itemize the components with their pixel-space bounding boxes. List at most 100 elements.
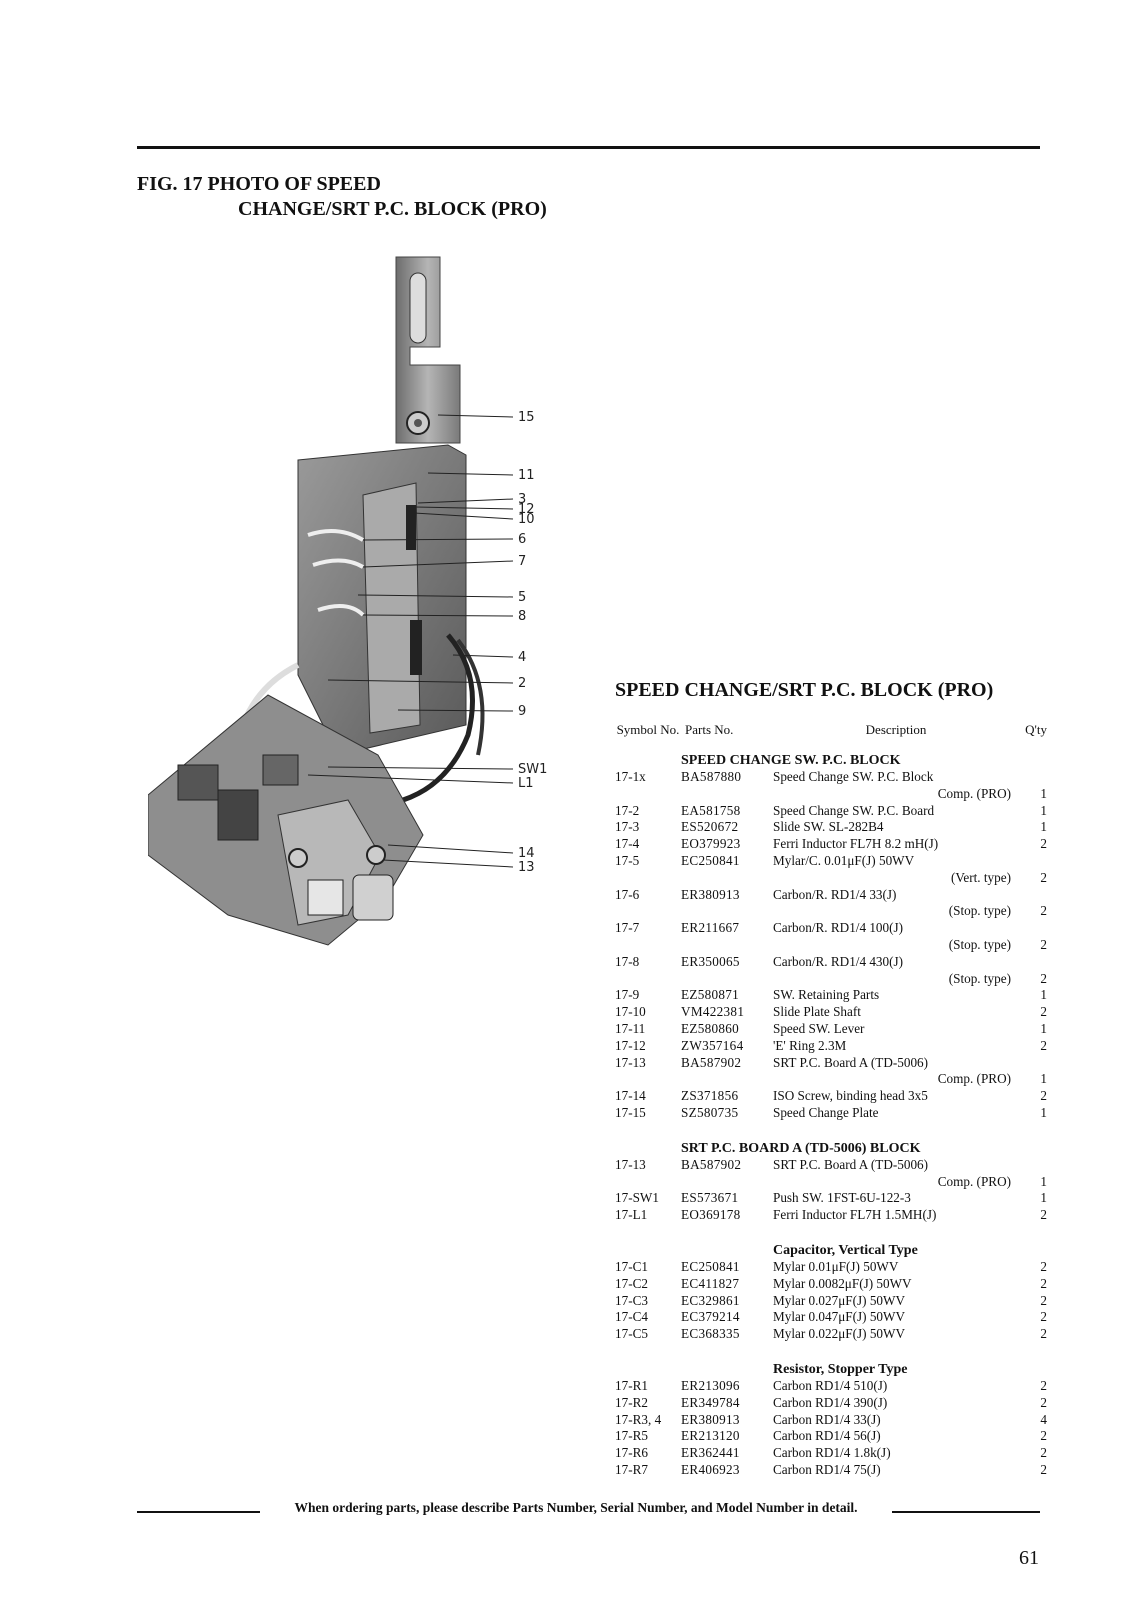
group-title: SRT P.C. BOARD A (TD-5006) BLOCK <box>681 1140 921 1156</box>
cell-ds: Speed Change SW. P.C. Board <box>773 802 935 818</box>
page-number: 61 <box>1019 1547 1039 1569</box>
cell-ds: Speed Change Plate <box>773 1104 879 1120</box>
cell-ds: ISO Screw, binding head 3x5 <box>773 1088 928 1104</box>
cell-sym: 17-11 <box>615 1020 646 1036</box>
cell-pn <box>681 903 773 920</box>
cell-ds: (Stop. type) <box>948 903 1011 919</box>
cell-sym: 17-6 <box>615 886 640 902</box>
callout-sw1: SW1 <box>518 762 547 777</box>
cell-pn: SZ580735 <box>681 1104 739 1120</box>
cell-sym: 17-8 <box>615 953 640 969</box>
table-header: Symbol No. Parts No. Description Q'ty <box>615 712 1047 748</box>
table-row: (Stop. type)2 <box>615 937 1047 954</box>
cell-qt: 2 <box>1040 970 1047 986</box>
cell-sym: 17-R2 <box>615 1394 648 1410</box>
cell-sym: 17-C3 <box>615 1292 648 1308</box>
cell-qt: 1 <box>1040 1173 1047 1189</box>
table-row: (Stop. type)2 <box>615 903 1047 920</box>
cell-sym: 17-R1 <box>615 1377 648 1393</box>
cell-pn: ER213120 <box>681 1428 740 1444</box>
callout-9: 9 <box>518 704 526 719</box>
cell-qt <box>1031 1055 1047 1072</box>
cell-pn: BA587880 <box>681 769 742 784</box>
cell-qt: 1 <box>1040 1104 1047 1120</box>
cell-sym: 17-R3, 4 <box>615 1411 662 1427</box>
cell-pn: ES520672 <box>681 819 739 835</box>
cell-ds: Mylar 0.0082μF(J) 50WV <box>773 1275 912 1291</box>
cell-qt: 2 <box>1040 1258 1047 1274</box>
cell-ds: Carbon/R. RD1/4 430(J) <box>773 953 904 969</box>
cell-qt: 2 <box>1040 1377 1047 1393</box>
table-row: Comp. (PRO) 1 <box>615 1174 1047 1191</box>
table-row: (Stop. type) 2 <box>615 971 1047 988</box>
cell-pn <box>681 870 773 887</box>
callout-12: 12 <box>518 502 535 517</box>
group-title: Resistor, Stopper Type <box>773 1361 908 1377</box>
cell-sym: 17-10 <box>615 1004 646 1020</box>
cell-qt: 1 <box>1040 802 1047 818</box>
cell-qt: 2 <box>1040 1394 1047 1410</box>
callout-2: 2 <box>518 676 526 691</box>
cell-pn <box>681 1071 773 1088</box>
callout-4: 4 <box>518 650 526 665</box>
cell-qt: 2 <box>1040 1275 1047 1291</box>
cell-pn: EC250841 <box>681 1258 740 1274</box>
cell-ds: Carbon/R. RD1/4 33(J) <box>773 886 897 902</box>
section-title: SPEED CHANGE/SRT P.C. BLOCK (PRO) <box>615 679 994 701</box>
cell-pn: EC329861 <box>681 1292 740 1308</box>
cell-sym: 17-13 <box>615 1054 646 1070</box>
cell-ds: (Vert. type) <box>950 869 1011 885</box>
cell-sym: 17-L1 <box>615 1207 648 1223</box>
cell-ds: 'E' Ring 2.3M <box>773 1037 847 1053</box>
cell-qt: 2 <box>1040 1428 1047 1444</box>
cell-qt: 1 <box>1040 1020 1047 1036</box>
cell-pn: ER211667 <box>681 920 740 936</box>
cell-qt: 2 <box>1040 1037 1047 1053</box>
header-qty: Q'ty <box>1025 721 1047 737</box>
cell-pn <box>681 937 773 954</box>
cell-qt: 2 <box>1040 1088 1047 1104</box>
header-description: Description <box>865 721 927 737</box>
cell-sym: 17-SW1 <box>615 1190 659 1206</box>
cell-pn <box>681 971 773 988</box>
cell-sym: 17-C5 <box>615 1326 648 1342</box>
cell-qt: 2 <box>1040 1326 1047 1342</box>
cell-sym <box>615 903 681 920</box>
cell-ds: Speed SW. Lever <box>773 1020 865 1036</box>
cell-sym: 17-9 <box>615 987 640 1003</box>
cell-sym: 17-R5 <box>615 1428 648 1444</box>
cell-qt: 2 <box>1040 1461 1047 1477</box>
cell-sym <box>615 786 681 803</box>
cell-ds: Push SW. 1FST-6U-122-3 <box>773 1190 911 1206</box>
cell-ds: SRT P.C. Board A (TD-5006) <box>773 1156 929 1172</box>
cell-ds: Mylar 0.022μF(J) 50WV <box>773 1326 905 1342</box>
cell-qt <box>1031 769 1047 786</box>
cell-ds: SW. Retaining Parts <box>773 987 880 1003</box>
cell-qt: 2 <box>1040 1004 1047 1020</box>
cell-sym: 17-2 <box>615 802 640 818</box>
callout-15: 15 <box>518 410 535 425</box>
cell-ds: (Stop. type) <box>948 970 1011 986</box>
cell-pn: BA587902 <box>681 1156 742 1172</box>
cell-ds: Carbon RD1/4 510(J) <box>773 1377 888 1393</box>
group-title: SPEED CHANGE SW. P.C. BLOCK <box>681 753 901 768</box>
cell-ds: Comp. (PRO) <box>937 1173 1011 1189</box>
cell-sym <box>615 870 681 887</box>
cell-sym: 17-C1 <box>615 1258 648 1274</box>
cell-sym <box>615 1071 681 1088</box>
cell-ds: Mylar 0.027μF(J) 50WV <box>773 1292 905 1308</box>
